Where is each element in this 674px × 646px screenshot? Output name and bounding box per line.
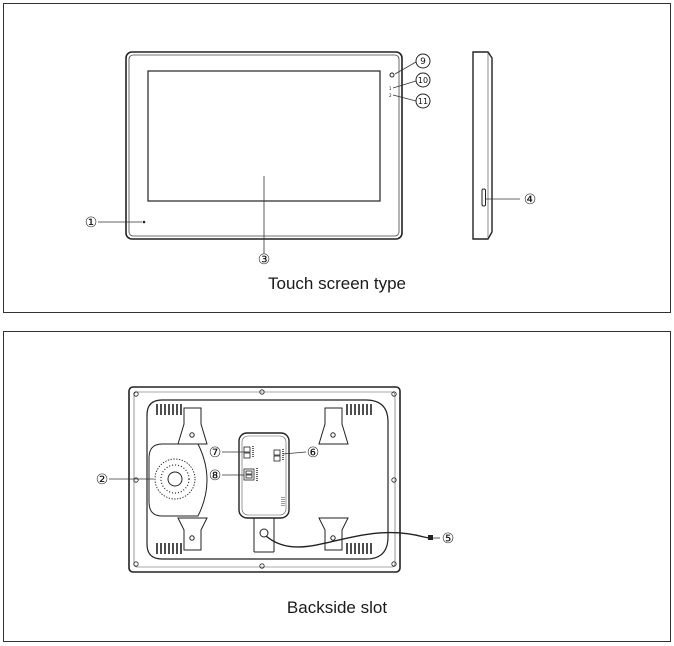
- port-8: [243, 468, 258, 481]
- back-view-panel: ② ⑤ ⑥ ⑦ ⑧ Backside slot: [3, 331, 671, 642]
- callout-9: 9: [415, 53, 431, 69]
- front-view-caption: Touch screen type: [268, 274, 406, 293]
- connector-module-inner: [241, 435, 287, 516]
- back-housing: [146, 399, 389, 560]
- callout-2-label: ②: [96, 472, 109, 488]
- callout-1-label: ①: [85, 215, 98, 231]
- callout-6-label: ⑥: [307, 445, 320, 461]
- callout-10: 10: [415, 72, 431, 88]
- callout-11-circle: [415, 93, 431, 109]
- cable-channel: [253, 518, 275, 553]
- side-view-body: [472, 51, 493, 240]
- connector-module: [238, 432, 290, 519]
- vent-slots-top-right: [346, 404, 372, 415]
- screw: [391, 391, 397, 397]
- indicator-mark-1: 1: [389, 86, 392, 91]
- back-frame-outer: [128, 386, 401, 573]
- vent-slots-bottom-right: [346, 543, 372, 554]
- callout-3: ③: [258, 252, 271, 268]
- callout-5-label: ⑤: [442, 531, 455, 547]
- camera-lens: [389, 72, 395, 78]
- callout-10-label: 10: [418, 76, 428, 85]
- leader-11: [392, 94, 417, 102]
- leader-6: [282, 451, 307, 455]
- back-view-drawing: ② ⑤ ⑥ ⑦ ⑧: [96, 386, 455, 573]
- screw: [259, 563, 265, 569]
- cable-connector: [428, 535, 433, 540]
- callout-3-label: ③: [258, 252, 271, 268]
- leader-10: [392, 80, 417, 89]
- port-7: [243, 446, 254, 459]
- callout-10-circle: [415, 72, 431, 88]
- microphone-dot: [142, 220, 146, 224]
- leader-9: [394, 61, 417, 75]
- vent-slots-top-left: [156, 404, 182, 415]
- callout-4: ④: [524, 192, 537, 208]
- power-cable: [265, 531, 430, 548]
- screw: [133, 561, 139, 567]
- screw: [133, 477, 139, 483]
- callout-9-label: 9: [420, 57, 426, 67]
- callout-1: ①: [85, 215, 98, 231]
- card-slot: [481, 188, 486, 207]
- port-6: [273, 449, 284, 462]
- callout-7-label: ⑦: [209, 445, 222, 461]
- reset-label: [281, 497, 285, 507]
- screw: [391, 477, 397, 483]
- back-view-caption: Backside slot: [286, 598, 388, 617]
- callout-11-label: 11: [418, 97, 428, 106]
- callout-11: 11: [415, 93, 431, 109]
- mount-bracket-bottom-left: [177, 517, 208, 551]
- callout-8-label: ⑧: [209, 468, 222, 484]
- mount-bracket-bottom-right: [318, 517, 349, 551]
- callout-4-label: ④: [524, 192, 537, 208]
- mount-bracket-top-left: [177, 407, 208, 445]
- screw: [391, 561, 397, 567]
- vent-slots-bottom-left: [156, 543, 182, 554]
- mount-bracket-top-right: [318, 407, 349, 445]
- indicator-mark-2: 2: [389, 93, 392, 98]
- front-view-drawing: 1 2 ① ③ ④ 9 10 11: [85, 51, 537, 268]
- frame-screws: [133, 389, 397, 569]
- front-view-panel: 1 2 ① ③ ④ 9 10 11: [3, 3, 671, 313]
- speaker-grille: [148, 443, 208, 517]
- screw: [259, 389, 265, 395]
- back-frame-inner: [133, 391, 396, 568]
- callout-9-circle: [415, 53, 431, 69]
- screw: [133, 391, 139, 397]
